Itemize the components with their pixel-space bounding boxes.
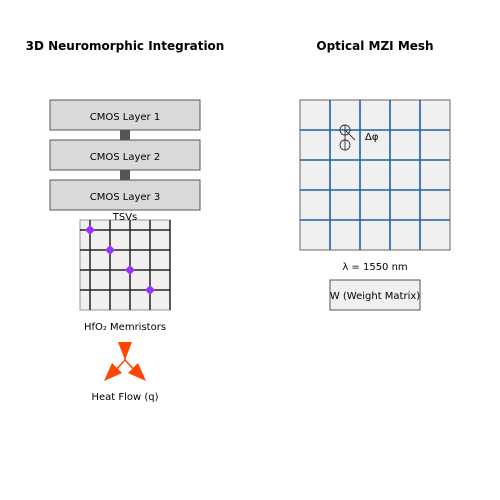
memristor-cell (145, 285, 155, 295)
heat-flow-label: Heat Flow (q) (91, 392, 158, 403)
memristor-crossbar (79, 219, 171, 311)
phase-shifter-icon (339, 124, 356, 151)
cmos-layer-3-label: CMOS Layer 3 (90, 192, 160, 203)
cmos-layer-2: CMOS Layer 2 (49, 139, 201, 171)
cmos-layer-1-label: CMOS Layer 1 (90, 112, 160, 123)
phase-shift-label: Δφ (365, 132, 379, 143)
memristor-label: HfO₂ Memristors (84, 322, 166, 333)
heat-flow-icon (104, 342, 146, 381)
memristor-cell (85, 225, 95, 235)
cmos-layer-1: CMOS Layer 1 (49, 99, 201, 131)
wavelength-label: λ = 1550 nm (342, 262, 407, 273)
crossbar-vertical-lines (89, 220, 171, 310)
memristor-cell (105, 245, 115, 255)
weight-matrix-box: W (Weight Matrix) (329, 279, 421, 311)
weight-matrix-label: W (Weight Matrix) (330, 291, 420, 302)
tsv-connector-1 (120, 130, 130, 140)
left-panel-title: 3D Neuromorphic Integration (26, 39, 225, 53)
waveguide-vertical-lines (329, 100, 421, 250)
mzi-mesh: Δφ (299, 99, 451, 251)
cmos-layer-2-label: CMOS Layer 2 (90, 152, 160, 163)
waveguide-horizontal-lines (300, 129, 450, 221)
memristor-cells (85, 225, 155, 295)
tsv-label: TSVs (112, 212, 138, 223)
cmos-layer-3: CMOS Layer 3 (49, 179, 201, 211)
crossbar-horizontal-lines (80, 229, 170, 291)
tsv-connector-2 (120, 170, 130, 180)
right-panel-title: Optical MZI Mesh (316, 39, 433, 53)
